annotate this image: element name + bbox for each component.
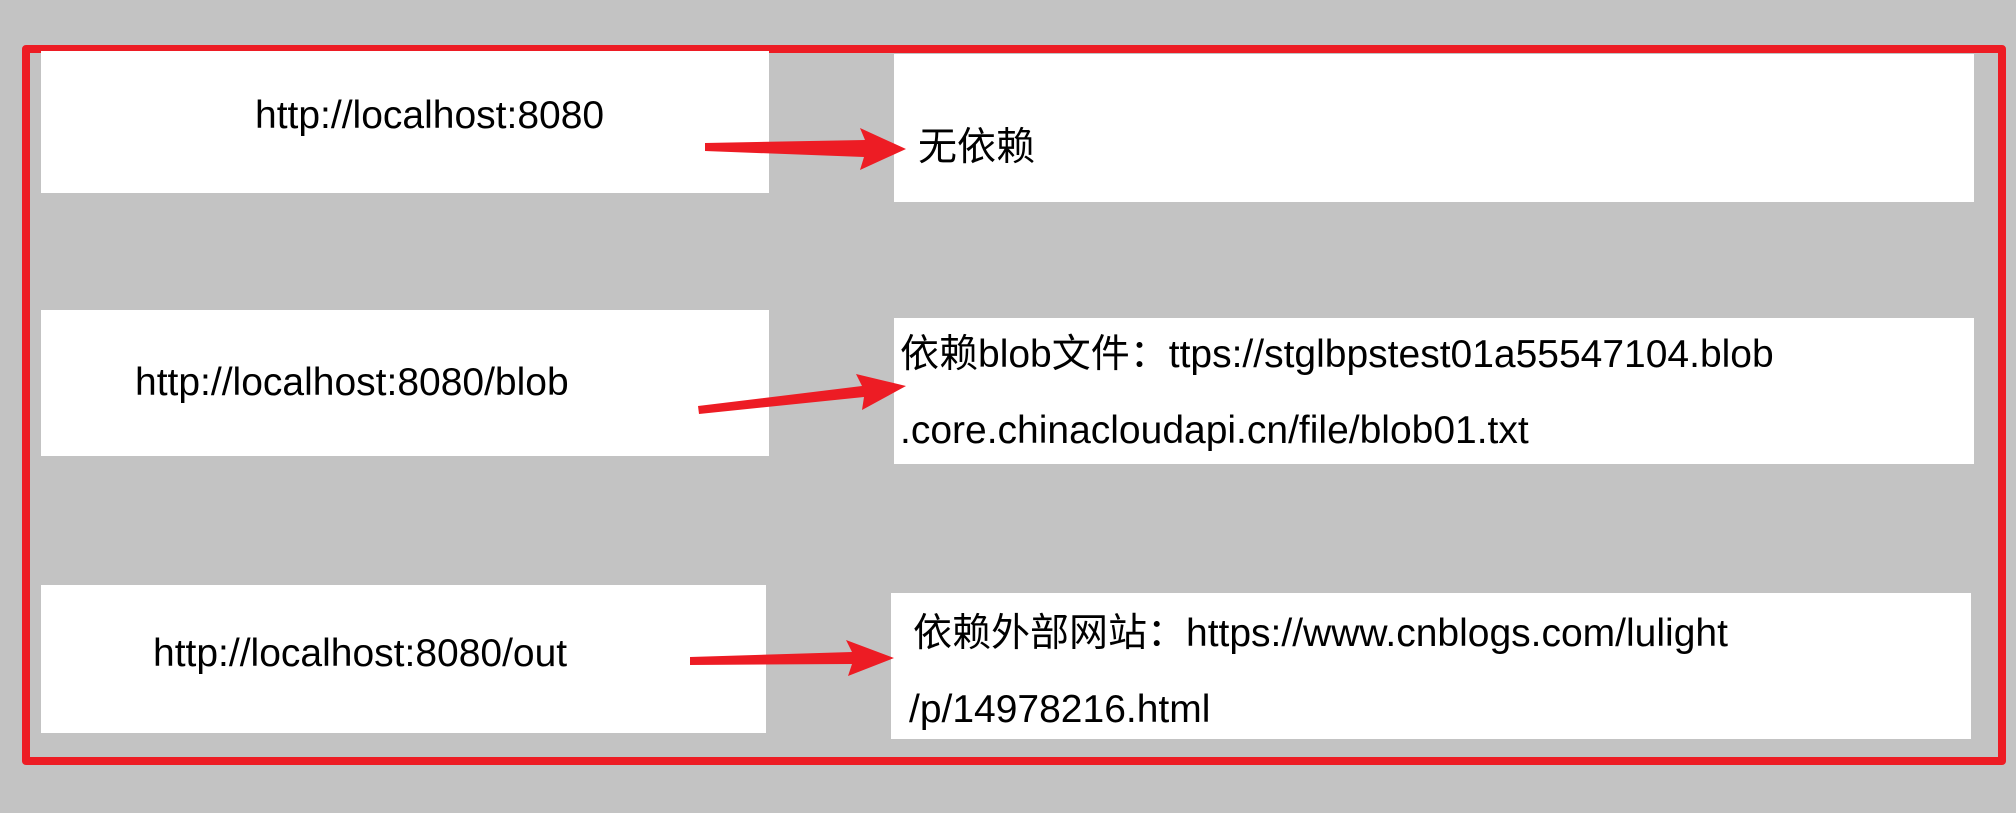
dependency-text-root: 无依赖 <box>918 126 1036 169</box>
dependency-box-out <box>891 593 1971 739</box>
url-box-blob <box>41 310 769 456</box>
url-text-blob: http://localhost:8080/blob <box>135 361 569 404</box>
dependency-box-root <box>894 54 1974 202</box>
url-text-root: http://localhost:8080 <box>255 94 605 137</box>
dependency-text-blob-line1: 依赖blob文件：ttps://stglbpstest01a55547104.b… <box>900 333 1774 376</box>
dependency-text-blob-line2: .core.chinacloudapi.cn/file/blob01.txt <box>900 409 1529 452</box>
arrow-blob <box>698 374 906 414</box>
arrow-root <box>705 128 906 170</box>
arrow-out <box>690 640 894 676</box>
url-box-out <box>41 585 766 733</box>
dependency-text-out-line2: /p/14978216.html <box>909 688 1211 731</box>
dependency-box-blob <box>894 318 1974 464</box>
dependency-text-out-line1: 依赖外部网站：https://www.cnblogs.com/lulight <box>913 612 1728 655</box>
url-text-out: http://localhost:8080/out <box>153 632 568 675</box>
url-box-root <box>41 51 769 193</box>
highlight-frame <box>22 45 2006 765</box>
